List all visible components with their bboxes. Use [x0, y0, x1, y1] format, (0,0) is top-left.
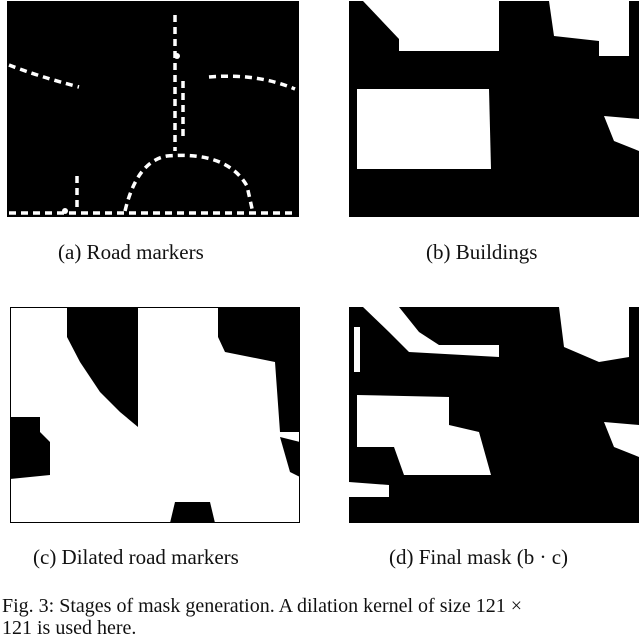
panel-final-mask — [349, 307, 639, 523]
panel-dilated-road-markers — [10, 307, 300, 523]
caption-b: (b) Buildings — [426, 240, 538, 264]
caption-c: (c) Dilated road markers — [33, 545, 239, 569]
caption-a: (a) Road markers — [58, 240, 204, 264]
panel-buildings — [349, 1, 639, 217]
panel-road-markers — [7, 1, 299, 217]
figure-caption-line-2: 121 is used here. — [2, 617, 137, 639]
caption-d: (d) Final mask (b · c) — [389, 545, 569, 569]
figure-caption: Fig. 3: Stages of mask generation. A dil… — [2, 595, 640, 639]
figure-caption-line-1: Fig. 3: Stages of mask generation. A dil… — [2, 595, 523, 617]
